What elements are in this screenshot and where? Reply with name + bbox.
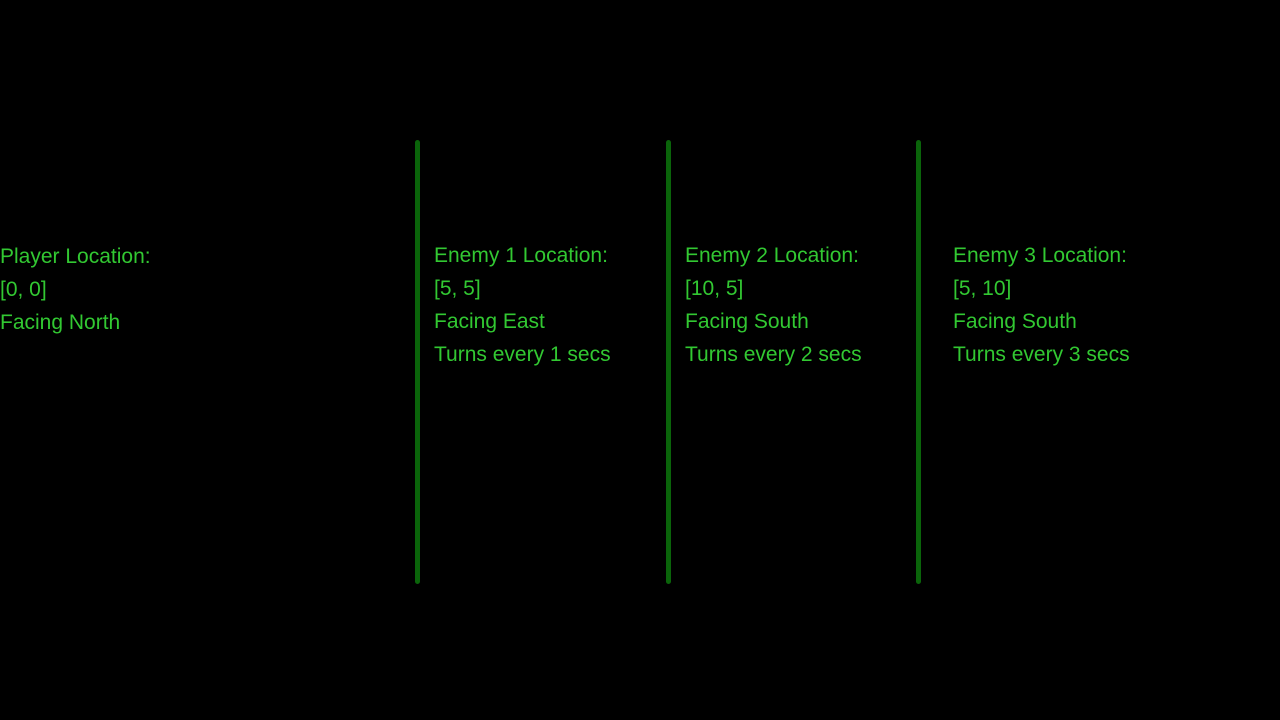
enemy-3-location-label: Enemy 3 Location:	[953, 244, 1127, 267]
player-coordinates: [0, 0]	[0, 278, 47, 301]
enemy-2-turn-rate: Turns every 2 secs	[685, 343, 862, 366]
enemy-3-facing: Facing South	[953, 310, 1077, 333]
enemy-1-coordinates: [5, 5]	[434, 277, 481, 300]
enemy-1-location-label: Enemy 1 Location:	[434, 244, 608, 267]
enemy-2-coordinates: [10, 5]	[685, 277, 744, 300]
player-location-label: Player Location:	[0, 245, 151, 268]
player-status-panel: Player Location: [0, 0] Facing North	[0, 240, 151, 339]
enemy-1-turn-rate: Turns every 1 secs	[434, 343, 611, 366]
enemy-2-facing: Facing South	[685, 310, 809, 333]
enemy-3-turn-rate: Turns every 3 secs	[953, 343, 1130, 366]
enemy-2-status-panel: Enemy 2 Location: [10, 5] Facing South T…	[685, 239, 862, 371]
enemy-3-coordinates: [5, 10]	[953, 277, 1012, 300]
panel-divider	[415, 140, 420, 584]
player-facing: Facing North	[0, 311, 121, 334]
enemy-2-location-label: Enemy 2 Location:	[685, 244, 859, 267]
panel-divider	[916, 140, 921, 584]
enemy-3-status-panel: Enemy 3 Location: [5, 10] Facing South T…	[953, 239, 1130, 371]
enemy-1-status-panel: Enemy 1 Location: [5, 5] Facing East Tur…	[434, 239, 611, 371]
enemy-1-facing: Facing East	[434, 310, 545, 333]
panel-divider	[666, 140, 671, 584]
